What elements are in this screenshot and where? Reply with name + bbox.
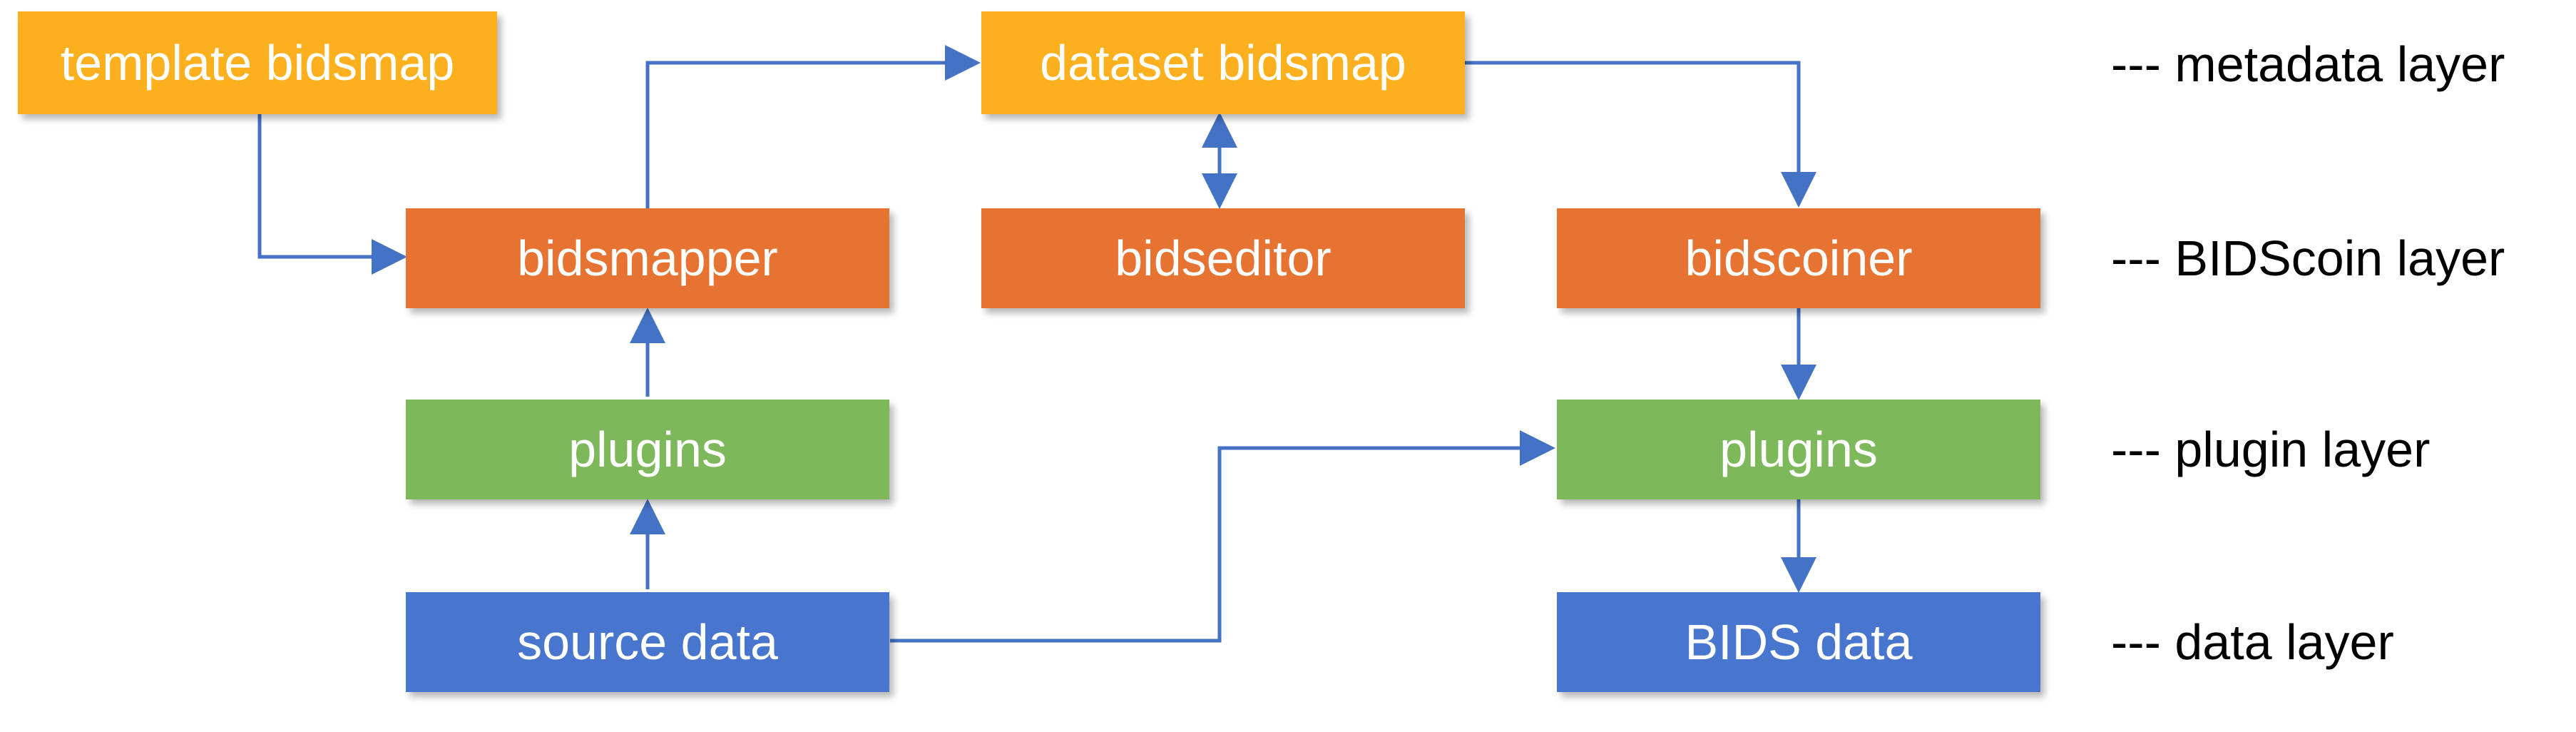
source-data-box: source data (406, 592, 889, 692)
bids-data-box: BIDS data (1557, 592, 2040, 692)
arrow-source-data-to-plugins-right (890, 430, 1555, 643)
data-layer-label: --- data layer (2111, 614, 2394, 670)
template-bidsmap-box: template bidsmap (18, 11, 497, 114)
bidscoin-layer-label: --- BIDScoin layer (2111, 230, 2505, 286)
plugins-left-label: plugins (568, 422, 727, 477)
bids-data-label: BIDS data (1685, 614, 1913, 670)
bidsmapper-label: bidsmapper (517, 230, 778, 286)
bidseditor-box: bidseditor (981, 208, 1465, 308)
arrow-bidsmapper-to-dataset-bidsmap (645, 45, 981, 208)
arrow-template-to-bidsmapper (257, 114, 407, 275)
plugins-right-label: plugins (1719, 422, 1878, 477)
bidsmapper-box: bidsmapper (406, 208, 889, 308)
dataset-bidsmap-box: dataset bidsmap (981, 11, 1465, 114)
arrow-dataset-bidsmap-to-bidscoiner (1465, 61, 1816, 208)
plugins-left-box: plugins (406, 400, 889, 499)
source-data-label: source data (517, 614, 778, 670)
bidscoiner-box: bidscoiner (1557, 208, 2040, 308)
plugins-right-box: plugins (1557, 400, 2040, 499)
bidseditor-label: bidseditor (1115, 230, 1332, 286)
plugin-layer-label: --- plugin layer (2111, 422, 2431, 477)
template-bidsmap-label: template bidsmap (60, 35, 455, 91)
bidscoiner-label: bidscoiner (1685, 230, 1913, 286)
metadata-layer-label: --- metadata layer (2111, 36, 2505, 92)
dataset-bidsmap-label: dataset bidsmap (1040, 35, 1406, 91)
